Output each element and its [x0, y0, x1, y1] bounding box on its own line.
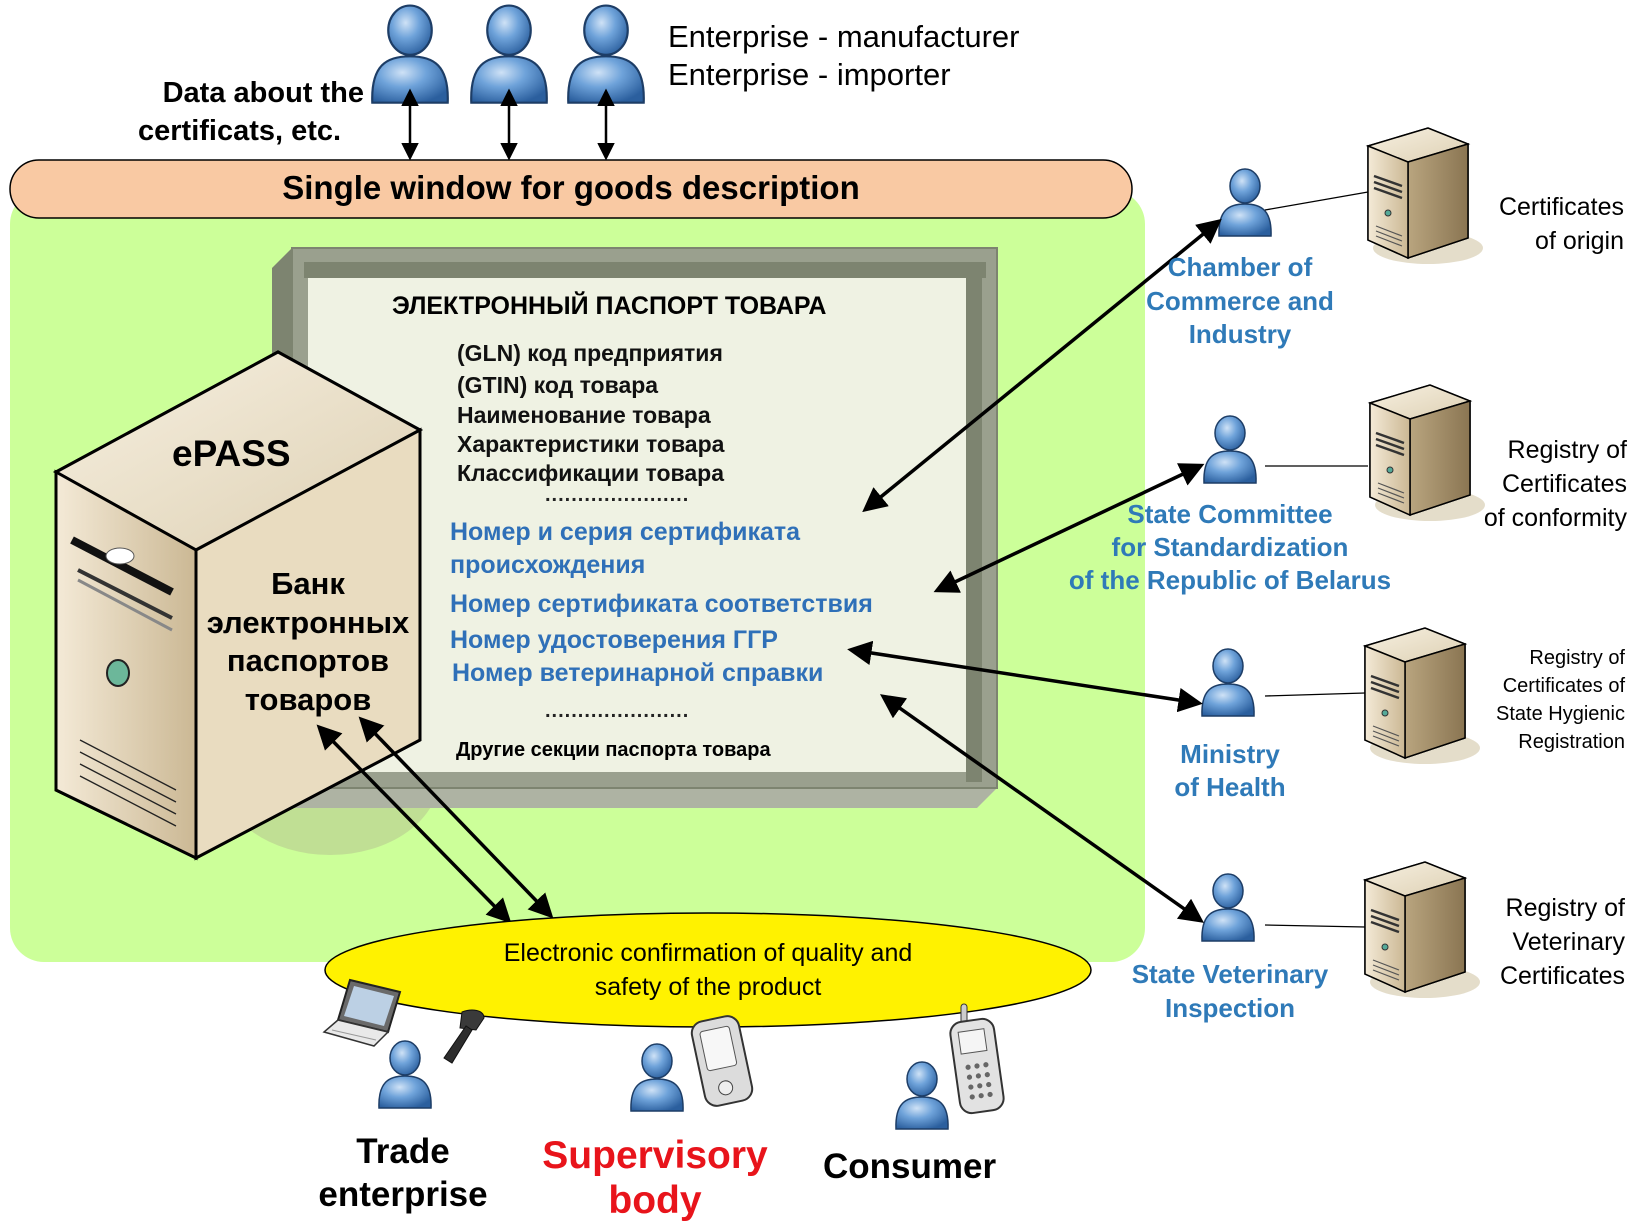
roles-line-1: Enterprise - manufacturer	[668, 19, 1020, 54]
data-label-line-1: Data about the	[162, 77, 364, 109]
manufacturer-person-icon	[371, 4, 449, 104]
passport-line-characteristics: Характеристики товара	[457, 431, 725, 457]
laptop-icon	[322, 978, 402, 1047]
bank-line-1: Банк	[271, 566, 345, 601]
vet-registry-line-3: Certificates	[1499, 962, 1625, 990]
trade-person-icon	[378, 1040, 432, 1109]
cert-vet: Номер ветеринарной справки	[452, 659, 824, 687]
cert-hygienic: Номер удостоверения ГГР	[450, 626, 778, 654]
supervisory-label-line-1: Supervisory	[542, 1134, 768, 1177]
importer-person-icon	[470, 4, 548, 104]
chamber-person-icon	[1218, 168, 1272, 237]
vet-passport-arrow	[879, 694, 1205, 923]
standard-line-1: State Committee	[1127, 499, 1333, 529]
passport-line-name: Наименование товара	[457, 402, 711, 428]
passport-dots-1: ......................	[545, 484, 690, 506]
health-passport-arrow	[847, 640, 1203, 713]
standard-passport-arrow	[933, 463, 1205, 593]
vet-line-2: Inspection	[1164, 993, 1295, 1023]
standard-line-2: for Standardization	[1111, 532, 1349, 562]
conformity-registry-line-2: Certificates	[1501, 470, 1627, 498]
consumer-person-icon	[895, 1061, 949, 1130]
bank-line-4: товаров	[244, 682, 372, 717]
chamber-line-3: Industry	[1188, 319, 1292, 349]
conformity-registry-server-icon	[1368, 383, 1485, 521]
health-line-1: Ministry	[1180, 739, 1280, 769]
single-window-label: Single window for goods description	[282, 169, 860, 206]
vet-registry-line-2: Veterinary	[1512, 928, 1625, 956]
bank-line-3: паспортов	[226, 643, 390, 678]
standard-person-icon	[1203, 415, 1257, 484]
origin-registry-line-2: of origin	[1535, 227, 1624, 255]
chamber-line-1: Chamber of	[1167, 252, 1313, 282]
vet-registry-line-1: Registry of	[1505, 894, 1625, 922]
passport-line-gtin: (GTIN) код товара	[457, 372, 659, 398]
cert-origin-line-2: происхождения	[450, 551, 646, 579]
origin-registry-server-icon	[1366, 126, 1483, 264]
trade-label-line-1: Trade	[356, 1132, 450, 1171]
passport-line-classification: Классификации товара	[457, 460, 725, 486]
vet-person-icon	[1201, 873, 1255, 942]
hygienic-registry-line-4: Registration	[1518, 731, 1625, 753]
chamber-line-2: Commerce and	[1146, 286, 1334, 316]
roles-line-2: Enterprise - importer	[668, 57, 951, 92]
vet-registry-line	[1264, 924, 1366, 928]
consumer-label: Consumer	[823, 1147, 997, 1186]
trade-label-line-2: enterprise	[318, 1175, 488, 1214]
hygienic-registry-line-3: State Hygienic	[1496, 703, 1625, 725]
hygienic-registry-line-1: Registry of	[1529, 647, 1625, 669]
ellipse-line-1: Electronic confirmation of quality and	[503, 939, 913, 967]
hygienic-registry-server-icon	[1363, 626, 1480, 764]
vet-line-1: State Veterinary	[1131, 959, 1329, 989]
chamber-passport-arrow	[862, 218, 1222, 513]
ellipse-line-2: safety of the product	[594, 973, 822, 1001]
cert-origin-line-1: Номер и серия сертификата	[450, 518, 801, 546]
vet-registry-server-icon	[1363, 860, 1480, 998]
passport-title: ЭЛЕКТРОННЫЙ ПАСПОРТ ТОВАРА	[392, 292, 827, 320]
cert-conformity: Номер сертификата соответствия	[450, 590, 873, 618]
health-person-icon	[1201, 648, 1255, 717]
epass-label: ePASS	[172, 433, 291, 474]
passport-line-gln: (GLN) код предприятия	[457, 340, 723, 366]
bank-line-2: электронных	[206, 605, 410, 640]
confirmation-ellipse	[324, 912, 1092, 1028]
single-window-band	[9, 159, 1133, 219]
health-registry-line	[1264, 692, 1366, 697]
hygienic-registry-line-2: Certificates of	[1502, 675, 1625, 697]
supervisory-person-icon	[630, 1043, 684, 1112]
mobile-phone-icon	[949, 1003, 1005, 1115]
standard-line-3: of the Republic of Belarus	[1068, 565, 1392, 595]
passport-dots-2: ......................	[545, 700, 690, 722]
origin-registry-line-1: Certificates	[1498, 193, 1624, 221]
conformity-registry-line-3: of conformity	[1483, 504, 1627, 532]
supervisory-label-line-2: body	[608, 1179, 702, 1222]
enterprise-person-icon	[567, 4, 645, 104]
conformity-registry-line-1: Registry of	[1507, 436, 1627, 464]
data-label-line-2: certificats, etc.	[138, 115, 342, 147]
bank-ellipse-arrow-2	[358, 716, 554, 919]
passport-other-sections: Другие секции паспорта товара	[456, 739, 771, 761]
barcode-scanner-icon	[443, 1009, 485, 1064]
health-line-2: of Health	[1174, 772, 1286, 802]
chamber-registry-line	[1264, 191, 1369, 211]
pda-icon	[690, 1015, 754, 1107]
